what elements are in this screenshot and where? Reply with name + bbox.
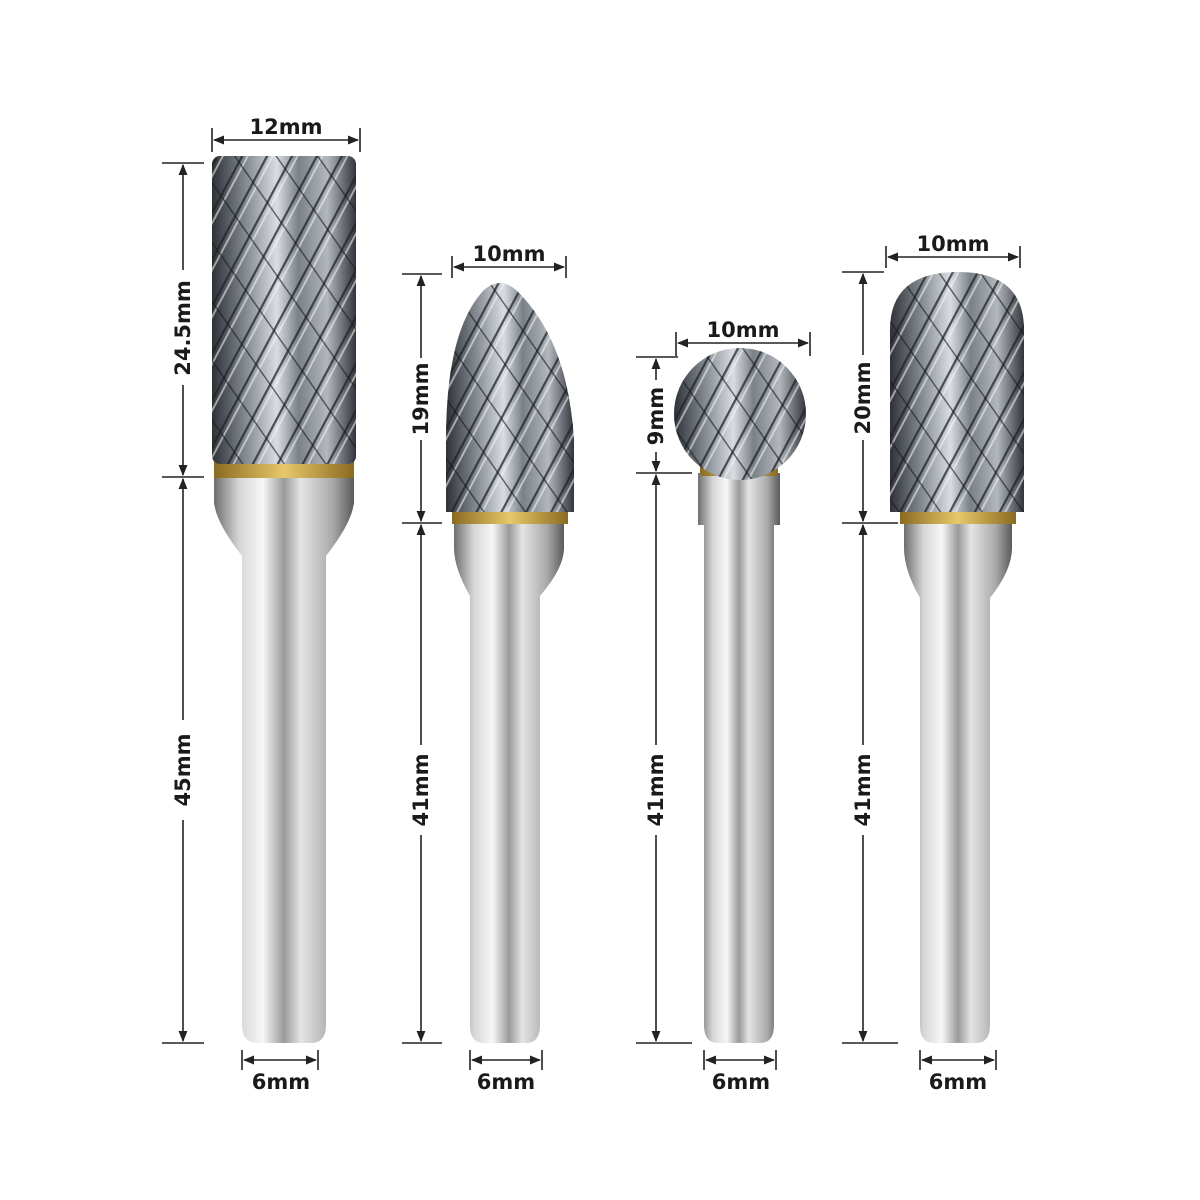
burr-2-head-length-label: 19mm (409, 363, 433, 436)
burr-4-collar (904, 523, 1012, 551)
burr-3-crossflutes (674, 348, 806, 480)
burr-4-head-length-label: 20mm (851, 362, 875, 435)
burr-4-shank-length-label: 41mm (851, 754, 875, 827)
burr-4-dimensions: 10mm 20mm 41mm 6mm (842, 232, 1021, 1094)
burr-4-shank-diameter-label: 6mm (929, 1070, 987, 1094)
burr-cylinder-ball-nose (890, 272, 1024, 1043)
burr-1-shank-diameter-label: 6mm (252, 1070, 310, 1094)
burr-2-shank-diameter-label: 6mm (477, 1070, 535, 1094)
burr-tree (446, 283, 574, 1043)
burr-2-shank-length-label: 41mm (409, 754, 433, 827)
burr-1-collar (214, 477, 354, 507)
burr-cylinder (212, 156, 356, 1043)
burr-2-crossflutes (446, 283, 574, 512)
burr-4-shank (904, 523, 1012, 1043)
burr-1-head-width-label: 12mm (250, 115, 323, 139)
burr-3-shank-diameter-label: 6mm (712, 1070, 770, 1094)
burr-2-dimensions: 10mm 19mm 41mm 6mm (402, 242, 567, 1094)
burr-2-collar (454, 523, 564, 551)
burr-3-head-length-label: 9mm (644, 387, 668, 445)
burr-4-crossflutes (890, 272, 1024, 512)
burr-ball (674, 348, 806, 1043)
burr-1-dimensions: 12mm 24.5mm 45mm 6mm (162, 115, 361, 1094)
burr-4-head-width-label: 10mm (917, 232, 990, 256)
burr-1-shank-length-label: 45mm (171, 734, 195, 807)
burr-3-head-width-label: 10mm (707, 318, 780, 342)
burr-2-head-width-label: 10mm (473, 242, 546, 266)
burr-3-shank (698, 473, 780, 1043)
burr-3-shank-length-label: 41mm (644, 754, 668, 827)
burr-2-shank (454, 523, 564, 1043)
burr-1-head-length-label: 24.5mm (171, 280, 195, 376)
burr-1-shank (214, 477, 354, 1043)
burr-1-crossflutes (212, 156, 356, 464)
burr-1-braze (214, 460, 354, 478)
burr-3-dimensions: 10mm 9mm 41mm 6mm (636, 318, 811, 1094)
